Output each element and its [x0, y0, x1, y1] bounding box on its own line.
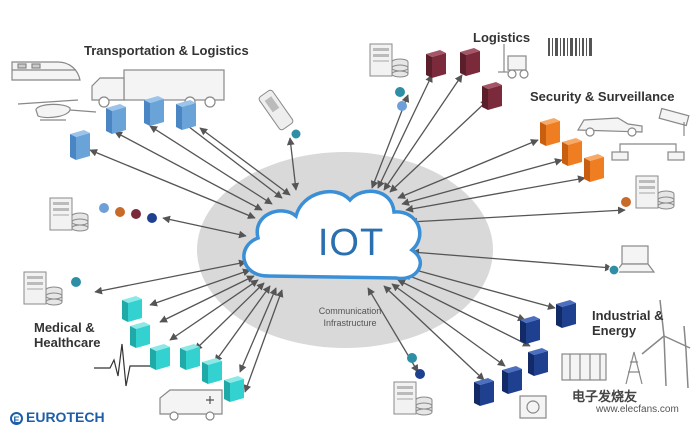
- train-icon: [11, 61, 81, 81]
- sector-label-medical-line2: Healthcare: [34, 334, 101, 350]
- server-icon: [621, 175, 675, 210]
- infrastructure-caption-line1: Communication: [318, 306, 382, 316]
- forklift-icon: [498, 44, 529, 79]
- iot-cloud: [242, 189, 423, 281]
- watermark-text: 电子发烧友: [572, 389, 638, 404]
- infrastructure-caption: Communication Infrastructure: [280, 306, 420, 329]
- sector-label-security: Security & Surveillance: [530, 89, 675, 104]
- barcode-icon: [548, 38, 592, 56]
- eurotech-logo-icon: E: [10, 411, 23, 425]
- medical-data-cubes: [122, 296, 244, 402]
- industrial-device-icon: [519, 395, 547, 419]
- sector-label-medical-line1: Medical &: [34, 320, 95, 335]
- logistics-data-cubes: [426, 48, 502, 110]
- ecg-icon: [94, 343, 150, 387]
- server-icon: [369, 43, 409, 111]
- transport-data-cubes: [70, 96, 196, 160]
- power-tower-icon: [561, 351, 643, 385]
- sector-label-logistics: Logistics: [473, 30, 531, 45]
- helicopter-icon: [17, 99, 97, 121]
- server-icon: [49, 197, 157, 232]
- eurotech-logo-text: EUROTECH: [26, 409, 105, 425]
- server-icon: [23, 271, 81, 306]
- sector-label-transportation: Transportation & Logistics: [84, 43, 249, 58]
- sector-label-medical: Medical & Healthcare: [34, 320, 101, 351]
- iot-title: IOT: [317, 222, 385, 264]
- watermark-url: www.elecfans.com: [596, 404, 679, 415]
- laptop-icon: [608, 245, 656, 276]
- car-icon: [576, 117, 643, 137]
- ambulance-icon: [159, 389, 223, 421]
- wind-turbine-icon: [641, 299, 691, 389]
- connection-arrows: [89, 74, 626, 393]
- sector-label-industrial-line1: Industrial &: [592, 308, 664, 323]
- handheld-device-icon: [258, 89, 302, 140]
- sector-label-industrial-line2: Energy: [592, 322, 637, 338]
- sector-label-industrial: Industrial & Energy: [592, 308, 664, 339]
- security-camera-icon: [611, 107, 690, 161]
- industrial-data-cubes: [474, 300, 576, 406]
- infrastructure-caption-line2: Infrastructure: [323, 317, 377, 328]
- server-icon: [393, 353, 433, 416]
